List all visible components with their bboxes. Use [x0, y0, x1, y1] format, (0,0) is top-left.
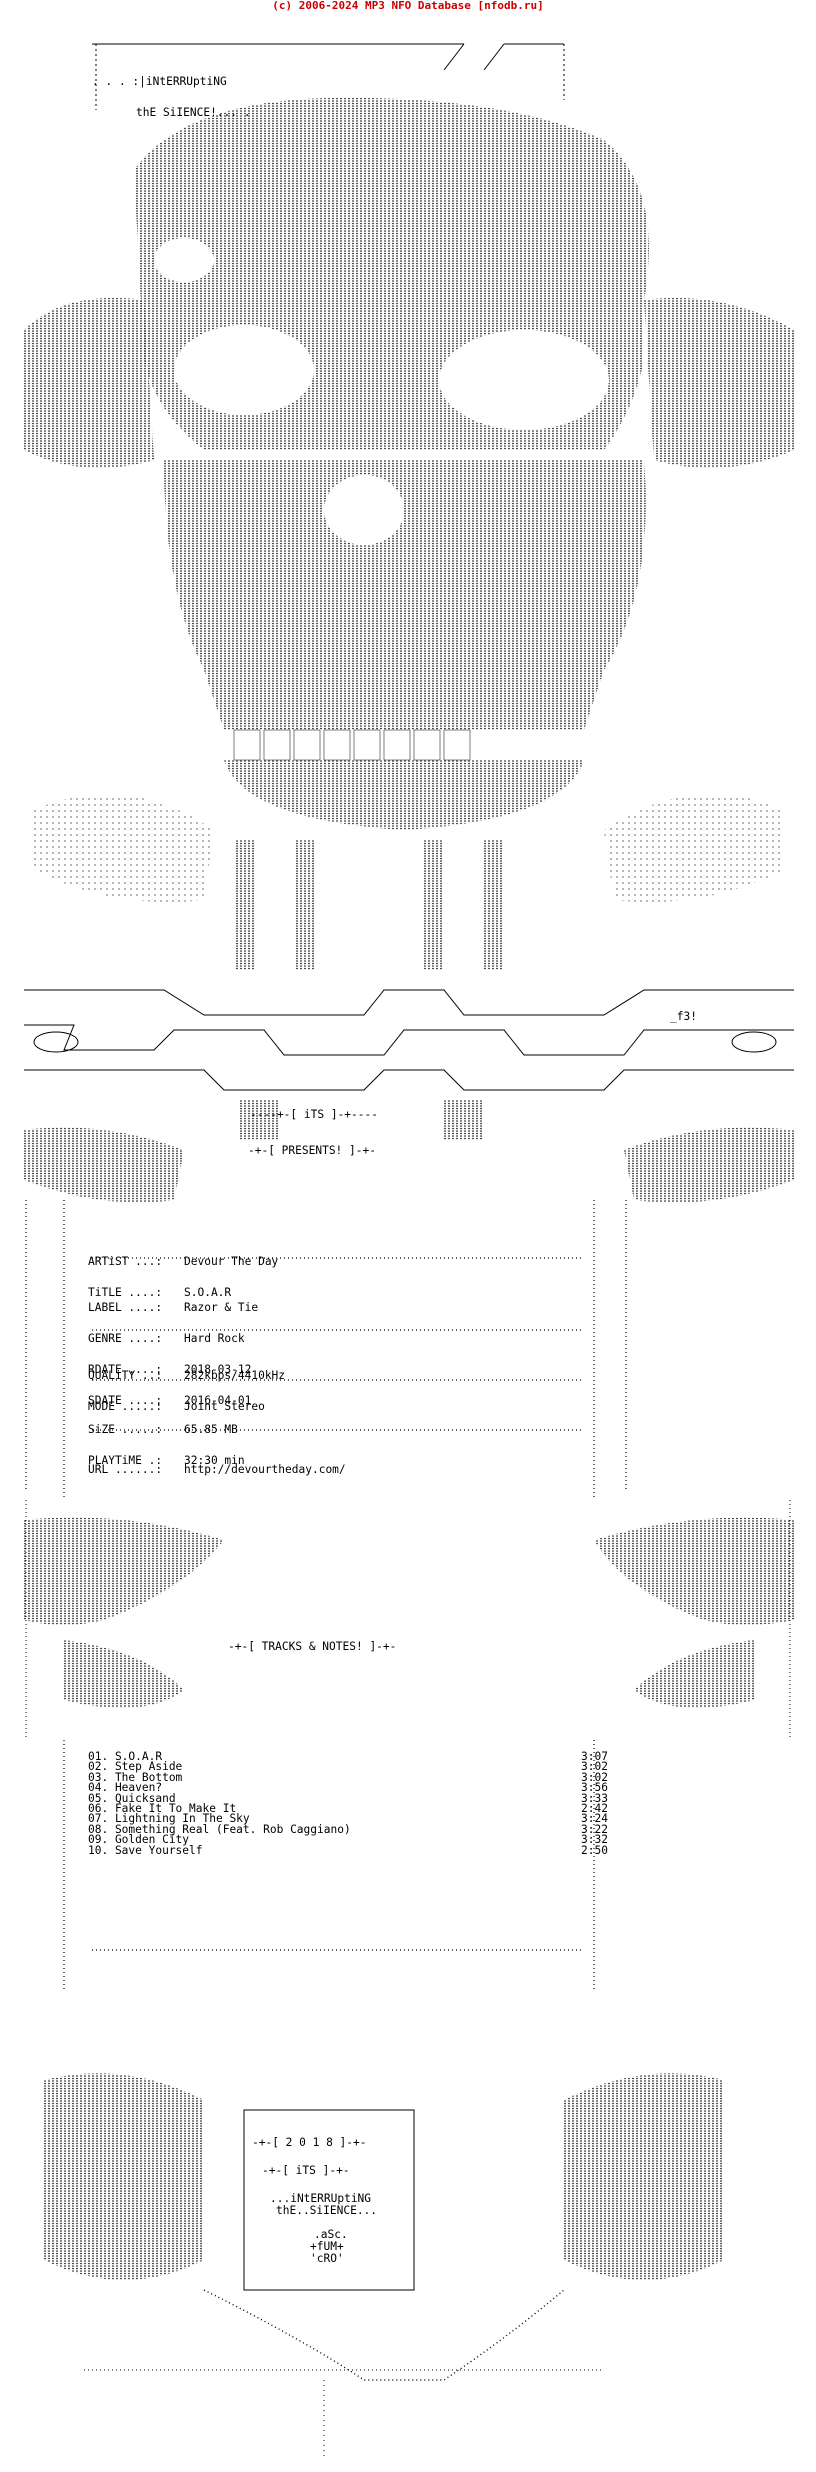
field-quality: QUALiTY ..:282kbps/4410kHz: [88, 1368, 286, 1382]
release-meta-block: LABEL ....:Razor & Tie GENRE ....:Hard R…: [88, 1282, 258, 1417]
table-row: 08. Something Real (Feat. Rob Caggiano)3…: [88, 1822, 608, 1836]
footer-group1: ...iNtERRUptiNG: [270, 2192, 372, 2205]
skull-ascii-art: [4, 30, 812, 1140]
field-title: TiTLE ....:S.O.A.R: [88, 1286, 232, 1300]
field-sdate: SDATE ....:2016-04-01: [88, 1394, 252, 1408]
footer-its: -+-[ iTS ]-+-: [262, 2164, 350, 2177]
table-row: 04. Heaven?3:56: [88, 1781, 608, 1795]
release-frame: [4, 1200, 812, 1510]
release-quality-block: QUALiTY ..:282kbps/4410kHz MODE .....:Jo…: [88, 1350, 285, 1423]
release-size-block: SiZE .....:65.85 MB PLAYTiME .:32:30 min: [88, 1404, 245, 1477]
release-info-block: ARTiST ...:Devour The Day TiTLE ....:S.O…: [88, 1236, 278, 1309]
presents-ornament: [4, 1120, 812, 1220]
tracks-header: -+-[ TRACKS & NOTES! ]-+-: [228, 1640, 397, 1653]
field-url: URL ......:http://devourtheday.com/: [88, 1462, 346, 1476]
field-playtime: PLAYTiME .:32:30 min: [88, 1454, 245, 1468]
footer-credit2: +fUM+: [310, 2240, 344, 2253]
footer-group2: thE..SiIENCE...: [276, 2204, 378, 2217]
skull-art-svg: [24, 43, 794, 1140]
release-url-link[interactable]: http://devourtheday.com/: [184, 1462, 346, 1476]
tracks-frame: [4, 1740, 812, 2000]
footer-credit3: 'cRO': [310, 2252, 344, 2265]
field-label: LABEL ....:Razor & Tie: [88, 1300, 259, 1314]
field-size: SiZE .....:65.85 MB: [88, 1422, 238, 1436]
its-label: ----+-[ iTS ]-+----: [250, 1108, 378, 1121]
tracks-ornament: [4, 1500, 812, 1740]
logo-tag-label: _f3!: [670, 1010, 697, 1023]
nfodb-banner: (c) 2006-2024 MP3 NFO Database [nfodb.ru…: [272, 0, 544, 12]
field-genre: GENRE ....:Hard Rock: [88, 1332, 245, 1346]
field-artist: ARTiST ...:Devour The Day: [88, 1254, 279, 1268]
presents-label: -+-[ PRESENTS! ]-+-: [248, 1144, 376, 1157]
footer-credit1: .aSc.: [314, 2228, 348, 2241]
footer-year: -+-[ 2 0 1 8 ]-+-: [252, 2136, 367, 2149]
field-rdate: RDATE ....:2018-03-12: [88, 1363, 252, 1377]
header-line1: . . . :|iNtERRUptiNG: [92, 74, 227, 88]
footer-ornament: [4, 2000, 812, 2470]
field-mode: MODE .....:Joint Stereo: [88, 1400, 265, 1414]
release-url-block: URL ......:http://devourtheday.com/: [88, 1444, 346, 1486]
